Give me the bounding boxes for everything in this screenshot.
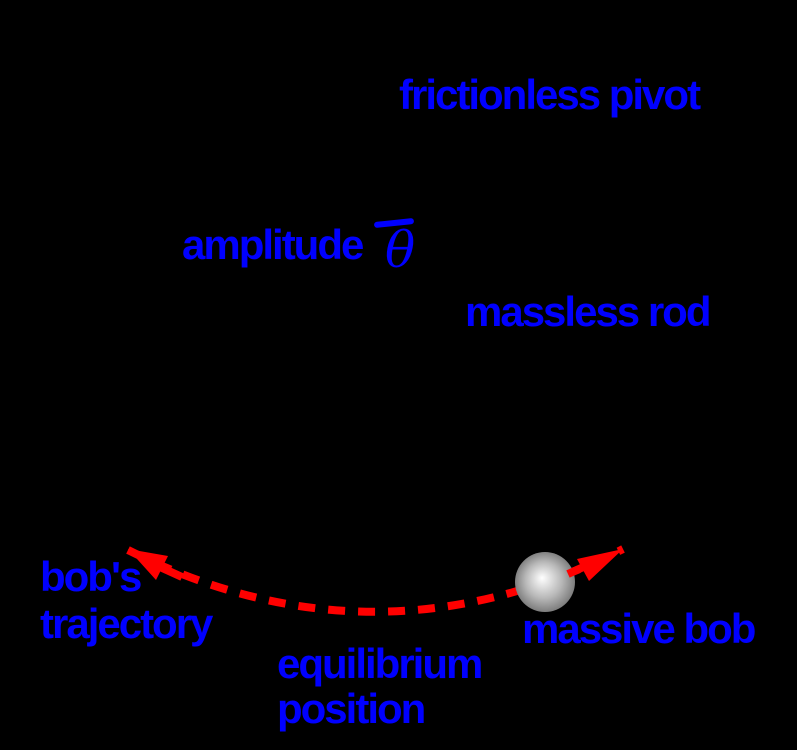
label-bobs-trajectory-line2: trajectory xyxy=(40,600,213,647)
label-equilibrium-position: equilibrium position xyxy=(277,640,483,732)
trajectory-arrowhead-right xyxy=(577,549,623,581)
bob-trajectory-arc xyxy=(126,545,625,616)
amplitude-theta-symbol: θ xyxy=(385,221,416,279)
label-frictionless-pivot: frictionless pivot xyxy=(399,71,701,118)
label-massive-bob: massive bob xyxy=(522,605,756,652)
label-equilibrium-line1: equilibrium xyxy=(277,640,483,687)
label-bobs-trajectory: bob's trajectory xyxy=(40,553,213,647)
label-amplitude: amplitude xyxy=(182,221,364,268)
label-massless-rod: massless rod xyxy=(465,288,711,335)
massive-bob-sphere xyxy=(515,552,575,612)
trajectory-arrow-shaft-left xyxy=(158,563,184,581)
label-bobs-trajectory-line1: bob's xyxy=(40,553,142,600)
label-equilibrium-line2: position xyxy=(277,685,426,732)
trajectory-arrowhead-left xyxy=(128,549,168,580)
